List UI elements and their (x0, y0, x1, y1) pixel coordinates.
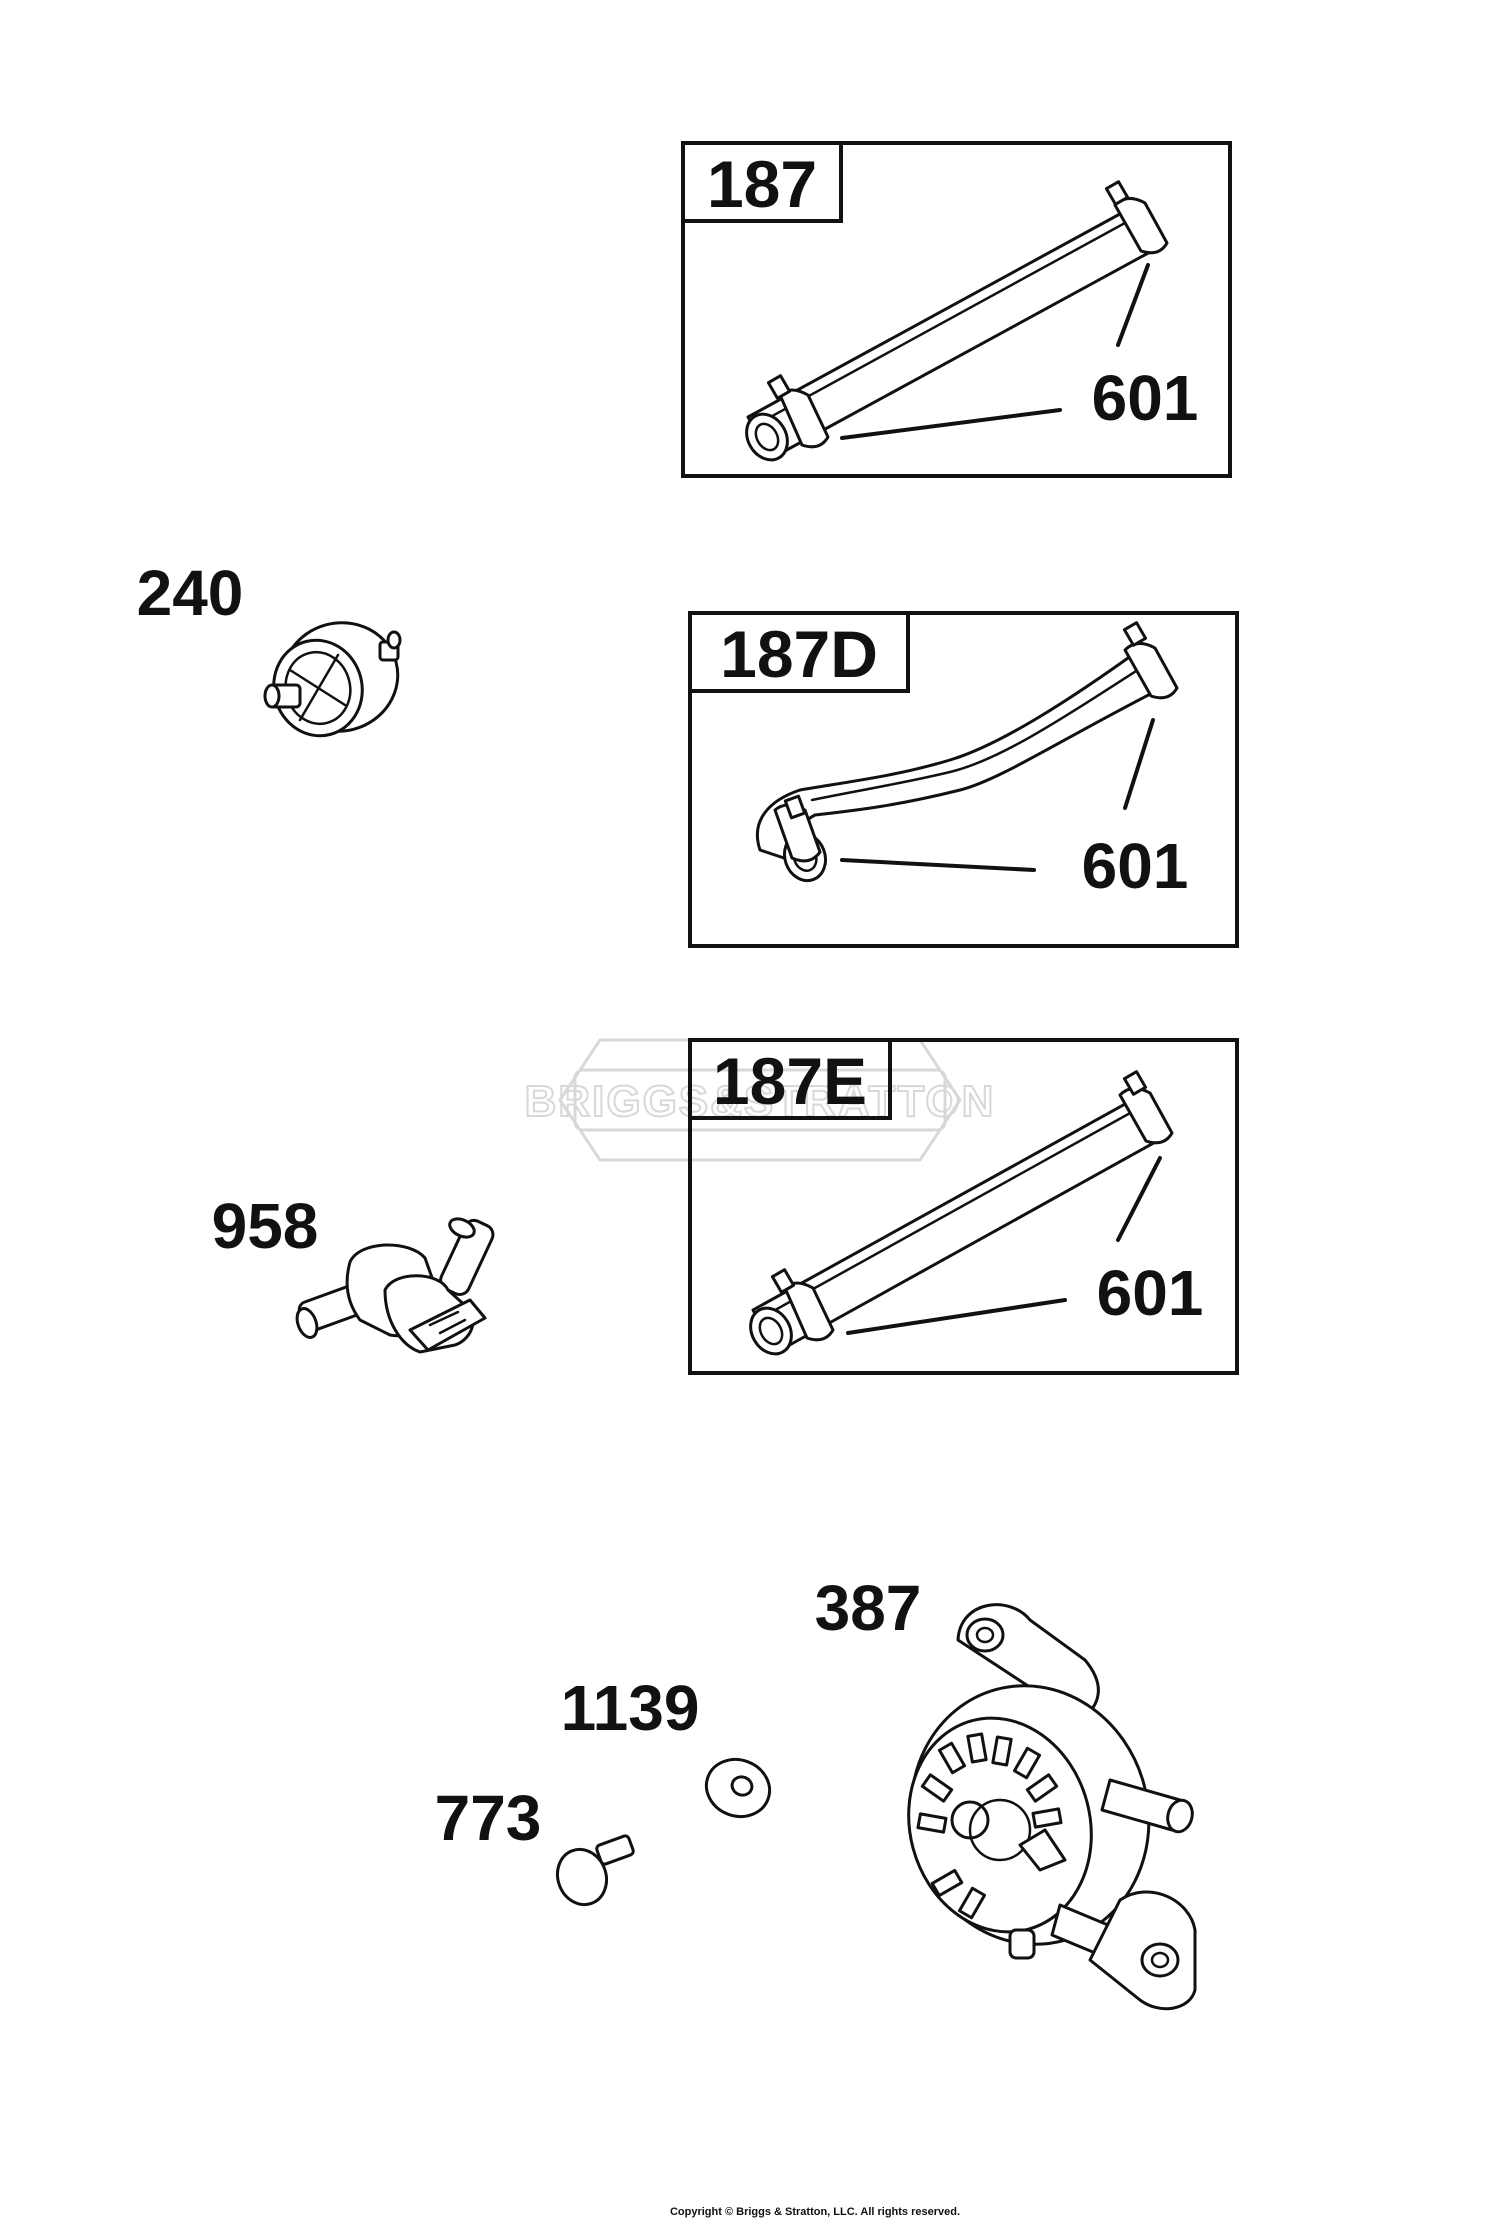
fuel-line-straight-e (749, 1070, 1174, 1356)
fuel-filter-icon (263, 621, 402, 738)
part-773-label: 773 (435, 1782, 542, 1854)
leader-601-a (1123, 718, 1155, 810)
box-187d-label: 187D (720, 617, 878, 691)
box-187d: 187D 601 (688, 611, 1239, 948)
fuel-line-straight (745, 180, 1169, 462)
leader-601-b (840, 408, 1062, 440)
leader-601-b (840, 858, 1036, 872)
valve-lever-icon (408, 1298, 487, 1352)
copyright-text: Copyright © Briggs & Stratton, LLC. All … (670, 2206, 960, 2218)
part-1139: 1139 (561, 1672, 772, 1818)
part-387-label: 387 (815, 1572, 922, 1644)
box-187-label-tab (681, 141, 843, 223)
part-387: 387 (815, 1572, 1197, 2011)
hose-clamp-left (773, 803, 822, 863)
box-187d-frame (688, 611, 1239, 948)
leader-601-b (846, 1298, 1067, 1335)
washer-icon (704, 1758, 772, 1818)
callout-601-box-187e: 601 (1097, 1257, 1204, 1329)
callout-601-box-187d: 601 (1082, 830, 1189, 902)
pump-fins-icon (916, 1732, 1063, 1920)
leader-601-a (1116, 263, 1150, 347)
screw-icon (555, 1834, 635, 1907)
box-187e: 187E 601 (688, 1038, 1239, 1375)
part-240-label: 240 (137, 557, 244, 629)
fuel-line-curved (755, 621, 1179, 883)
box-187: 187 601 (681, 141, 1232, 478)
box-187e-frame (688, 1038, 1239, 1375)
part-958-label: 958 (212, 1190, 319, 1262)
box-187e-label-tab (688, 1038, 892, 1120)
part-773: 773 (435, 1782, 635, 1907)
part-1139-label: 1139 (561, 1672, 700, 1744)
box-187d-label-tab (688, 611, 910, 693)
box-187-frame (681, 141, 1232, 478)
shutoff-valve-icon (295, 1217, 495, 1354)
fuel-pump-icon (907, 1603, 1197, 2011)
part-958: 958 (212, 1190, 495, 1354)
box-187-label: 187 (707, 147, 817, 221)
leader-601-a (1116, 1156, 1162, 1242)
part-240: 240 (137, 557, 402, 738)
callout-601-box-187: 601 (1092, 362, 1199, 434)
box-187e-label: 187E (713, 1044, 867, 1118)
hose-clamp-right (1118, 1087, 1174, 1145)
